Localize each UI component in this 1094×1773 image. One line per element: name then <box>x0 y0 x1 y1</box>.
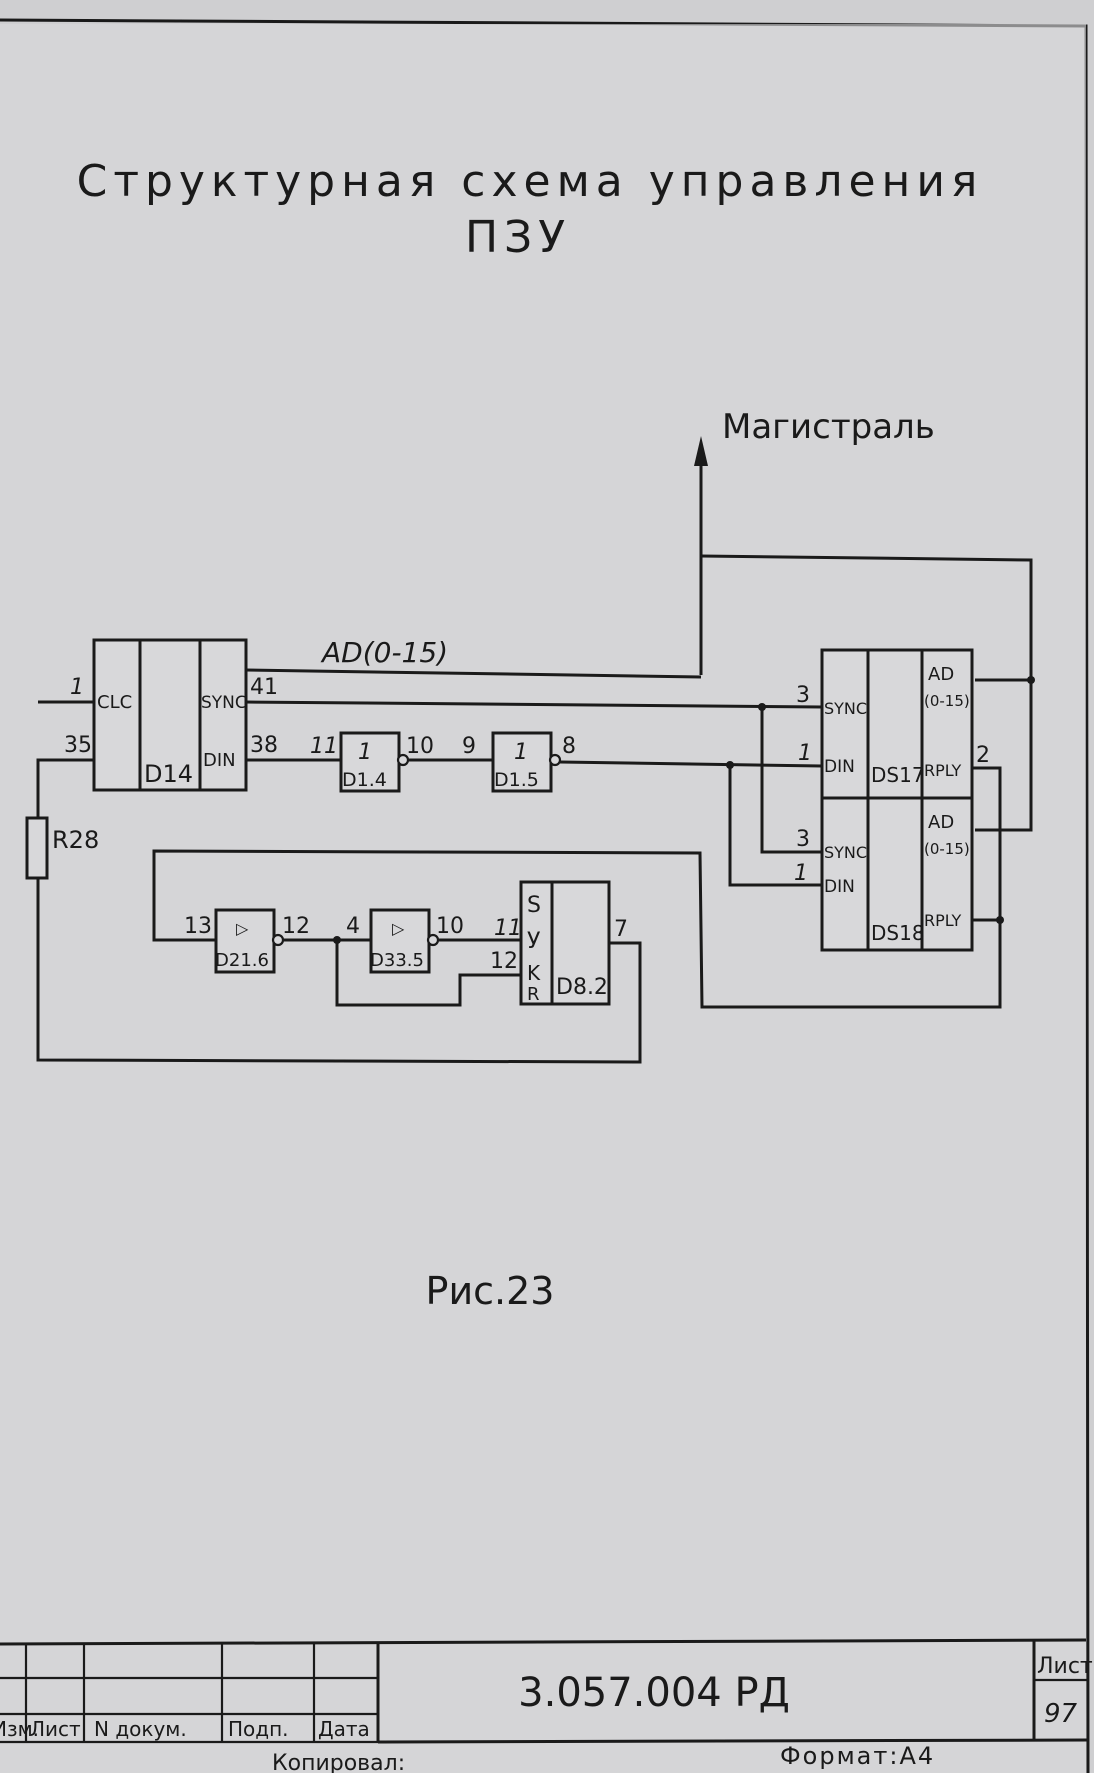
d1-4-symbol: 1 <box>358 740 372 765</box>
block-ds17-ds18: SYNC DIN DS17 AD (0-15) RPLY SYNC DIN DS… <box>820 648 974 952</box>
d8-2-pin-y: У <box>527 929 541 954</box>
d1-5-num-in: 9 <box>462 734 476 759</box>
block-d14: CLC SYNC DIN D14 <box>92 638 248 792</box>
diagram-title: Структурная схема управления <box>77 156 984 207</box>
ds17-pin-din: DIN <box>824 757 855 777</box>
ds17-pin-ad: AD <box>928 664 954 685</box>
d8-2-num-y: 11 <box>494 916 522 941</box>
block-d33-5: ▷ D33.5 <box>369 908 431 974</box>
din-wire <box>559 760 823 768</box>
ad-bus-wire <box>245 668 702 679</box>
d14-pin-sync: SYNC <box>201 693 247 713</box>
format-label: Формат:А4 <box>780 1742 935 1770</box>
d1-5-symbol: 1 <box>514 740 528 765</box>
d8-2-label: D8.2 <box>556 975 608 1000</box>
figure-caption: Рис.23 <box>426 1269 555 1313</box>
ds17-pin-ad-range: (0-15) <box>924 692 970 710</box>
d33-5-label: D33.5 <box>370 950 424 971</box>
col-sign: Подп. <box>228 1717 289 1741</box>
d8-2-pin-r: R <box>527 984 540 1005</box>
d8-2-num-k: 12 <box>490 949 518 974</box>
block-d8-2: S У K R D8.2 <box>519 880 611 1006</box>
d8-2-pin-k: K <box>527 961 541 985</box>
d21-6-num-in: 13 <box>184 914 212 939</box>
r28-label: R28 <box>52 826 99 854</box>
block-d21-6: ▷ D21.6 <box>214 908 276 974</box>
title-block: 3.057.004 РД Лист 97 Изм. Лист N докум. … <box>0 1638 1093 1773</box>
feedback-wire <box>36 878 642 1064</box>
ds17-num-sync: 3 <box>796 683 810 708</box>
sync-wire <box>245 700 823 709</box>
d33-5-num-out: 10 <box>436 914 464 939</box>
d1-4-num-in: 11 <box>310 734 338 759</box>
sheet-number: 97 <box>1044 1699 1078 1729</box>
block-d1-5: 1 D1.5 <box>491 731 553 793</box>
d33-5-symbol: ▷ <box>392 919 405 938</box>
d21-6-label: D21.6 <box>215 950 269 971</box>
document-code: 3.057.004 РД <box>518 1670 790 1716</box>
ds17-label: DS17 <box>871 763 925 787</box>
bus-arrow-icon <box>694 436 708 466</box>
d14-num-clc: 1 <box>70 675 84 700</box>
ds18-label: DS18 <box>871 921 925 945</box>
copied-label: Копировал: <box>272 1751 405 1773</box>
bus-label: Магистраль <box>722 407 935 447</box>
d14-num-in: 35 <box>64 733 92 758</box>
ds17-num-din: 1 <box>798 741 812 766</box>
rply-wire <box>152 766 1002 1009</box>
ds18-pin-din: DIN <box>824 877 855 897</box>
d14-num-sync: 41 <box>250 675 278 700</box>
d1-4-label: D1.4 <box>342 769 387 791</box>
d33-5-num-in: 4 <box>346 914 360 939</box>
ds17-pin-sync: SYNC <box>824 699 867 718</box>
d14-pin-din: DIN <box>203 750 236 771</box>
d1-5-num-out: 8 <box>562 734 576 759</box>
ds18-num-din: 1 <box>794 861 808 886</box>
ds18-pin-sync: SYNC <box>824 843 867 862</box>
d1-5-label: D1.5 <box>494 769 539 791</box>
d8-2-num-out: 7 <box>614 917 628 942</box>
d21-6-symbol: ▷ <box>236 919 249 938</box>
col-list: Лист <box>30 1717 81 1741</box>
col-date: Дата <box>318 1717 370 1741</box>
ds17-num-rply: 2 <box>976 743 990 768</box>
d14-pin-clc: CLC <box>97 692 132 713</box>
ds18-pin-ad: AD <box>928 812 954 833</box>
ds18-num-sync: 3 <box>796 827 810 852</box>
block-d1-4: 1 D1.4 <box>339 731 401 793</box>
ds18-pin-rply: RPLY <box>924 911 962 930</box>
d21-6-num-out: 12 <box>282 914 310 939</box>
ds17-pin-rply: RPLY <box>924 761 962 780</box>
col-doc: N докум. <box>94 1717 187 1741</box>
d1-4-num-out: 10 <box>406 734 434 759</box>
sheet-label: Лист <box>1037 1654 1093 1679</box>
ad-bus-label: AD(0-15) <box>320 636 448 669</box>
d8-2-pin-s: S <box>527 893 541 918</box>
diagram-subtitle: ПЗУ <box>465 212 571 263</box>
d14-num-din: 38 <box>250 733 278 758</box>
d14-label: D14 <box>144 760 193 788</box>
resistor-r28: R28 <box>25 816 99 880</box>
col-izm: Изм. <box>0 1717 39 1741</box>
ds18-pin-ad-range: (0-15) <box>924 840 970 858</box>
